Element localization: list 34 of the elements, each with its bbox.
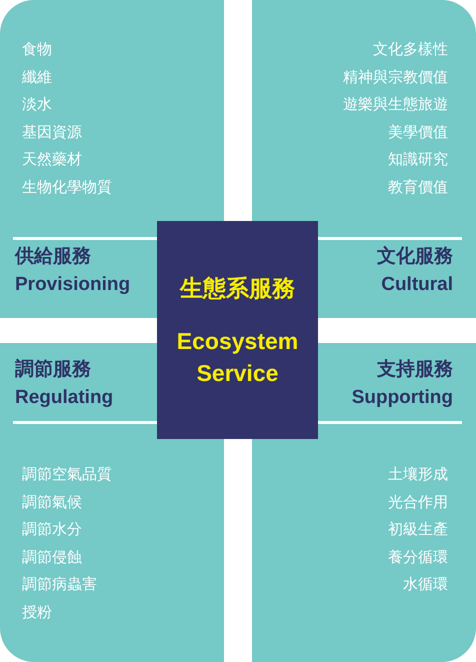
service-item: 養分循環	[388, 548, 448, 568]
center-box	[157, 221, 318, 439]
service-item: 調節水分	[22, 520, 82, 540]
center-subtitle: Ecosystem Service	[176, 327, 300, 388]
service-item: 調節空氣品質	[22, 465, 112, 485]
english-heading: Supporting	[352, 386, 453, 410]
service-item: 淡水	[22, 95, 52, 115]
service-item: 纖維	[22, 68, 52, 88]
service-item: 文化多樣性	[373, 40, 448, 60]
service-item: 調節氣候	[22, 492, 82, 512]
service-item: 遊樂與生態旅遊	[343, 95, 448, 115]
service-item: 生物化學物質	[22, 178, 112, 198]
service-item: 調節侵蝕	[22, 548, 82, 568]
service-item: 知識研究	[388, 150, 448, 170]
service-item: 初級生產	[388, 520, 448, 540]
category-heading: 文化服務	[377, 244, 453, 269]
service-item: 美學價值	[388, 122, 448, 142]
center-title: 生態系服務	[178, 274, 296, 303]
service-item: 基因資源	[22, 122, 82, 142]
service-item: 精神與宗教價值	[343, 68, 448, 88]
service-item: 土壤形成	[388, 465, 448, 485]
service-item: 調節病蟲害	[22, 575, 97, 595]
service-item: 授粉	[22, 602, 52, 622]
service-item: 天然藥材	[22, 150, 82, 170]
service-item: 食物	[22, 40, 52, 60]
category-heading: 支持服務	[377, 358, 453, 382]
service-item: 教育價值	[388, 178, 448, 198]
english-heading: Regulating	[15, 386, 114, 410]
english-heading: Cultural	[381, 273, 453, 297]
service-item: 水循環	[403, 575, 448, 595]
category-heading: 供給服務	[15, 245, 91, 269]
service-item: 光合作用	[388, 492, 448, 512]
category-heading: 調節服務	[15, 358, 91, 382]
english-heading: Provisioning	[15, 273, 130, 297]
